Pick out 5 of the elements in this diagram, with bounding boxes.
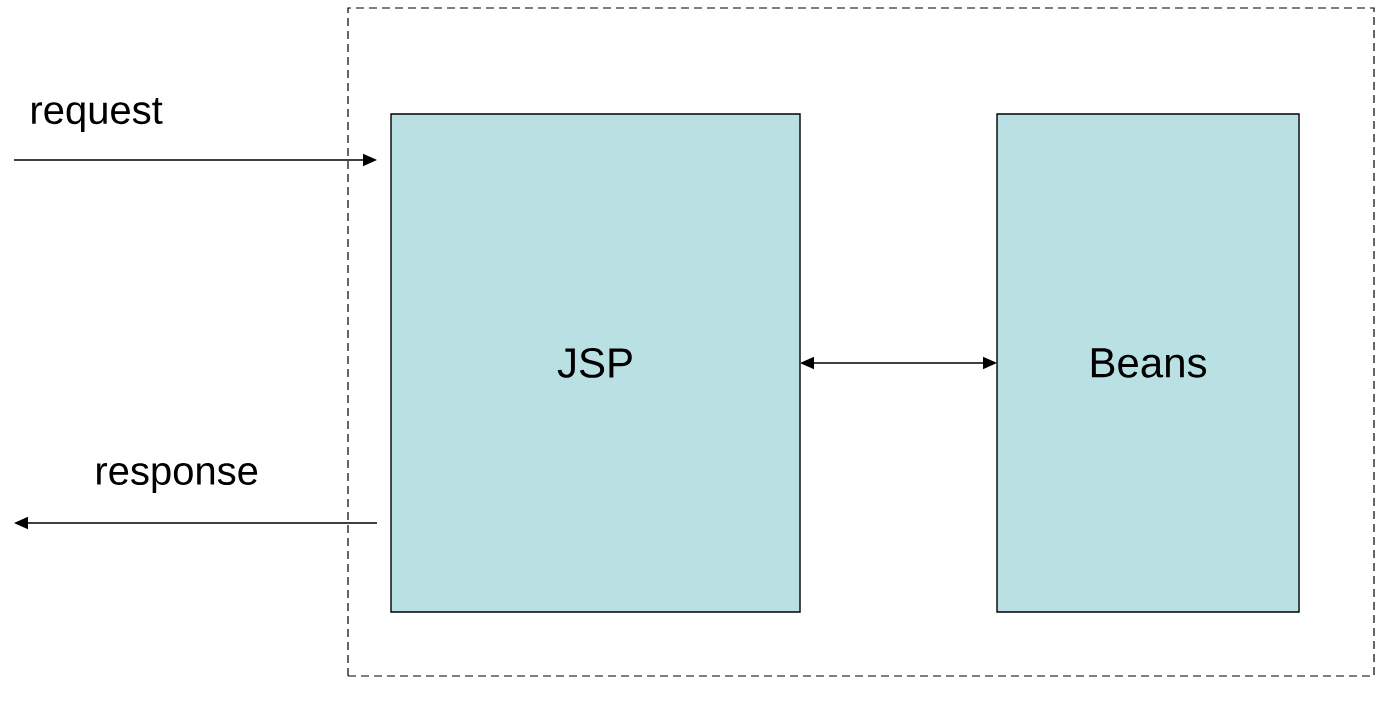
edge-label: request bbox=[32, 97, 163, 133]
process-box: JSP bbox=[390, 113, 801, 613]
edge-label: response bbox=[97, 463, 258, 493]
boundary-box bbox=[347, 7, 1375, 677]
process-box: Beans bbox=[996, 113, 1300, 613]
